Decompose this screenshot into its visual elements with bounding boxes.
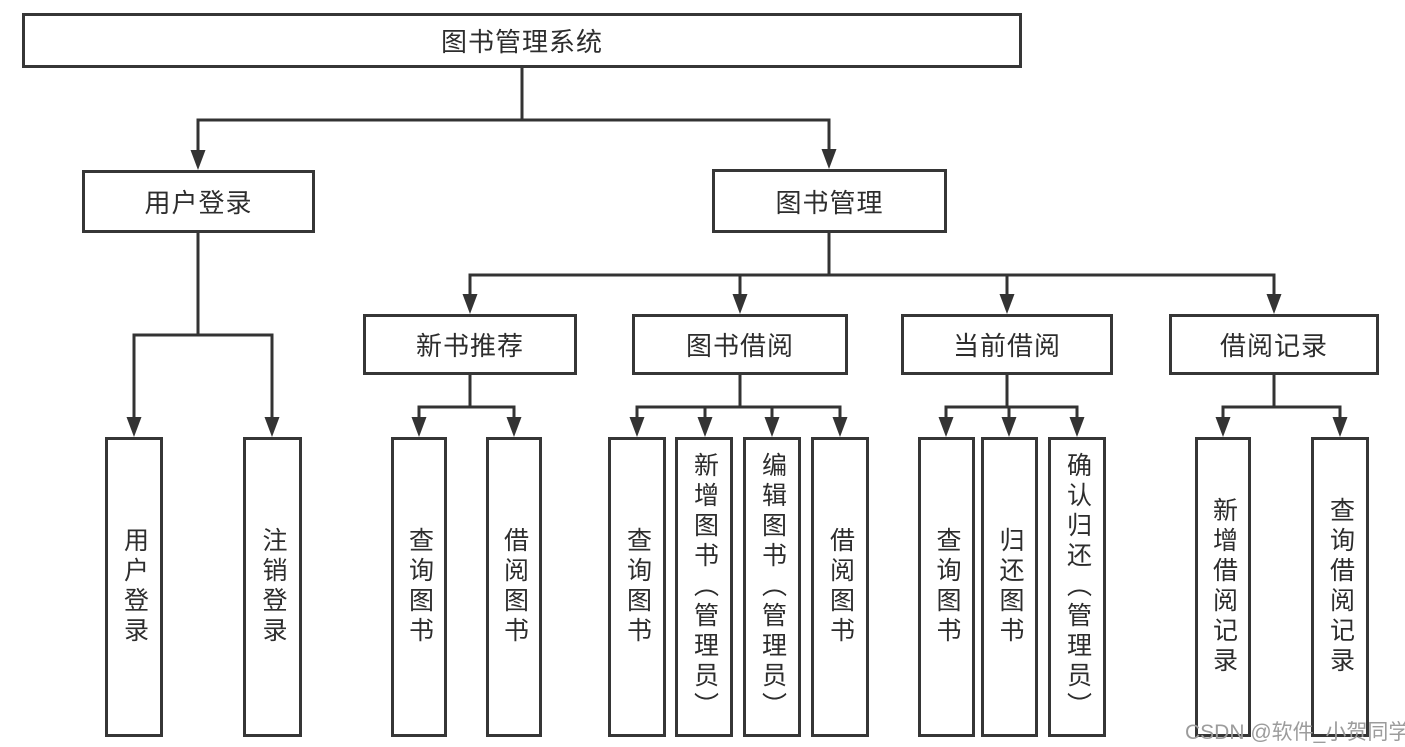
node-leaf-edit-book-admin: 编辑图书（管理员） <box>743 437 801 737</box>
node-label: 查询借阅记录 <box>1326 497 1355 677</box>
node-book-management: 图书管理 <box>712 169 947 233</box>
node-user-login: 用户登录 <box>82 170 315 233</box>
node-label: 新增借阅记录 <box>1209 497 1238 677</box>
node-label: 归还图书 <box>996 527 1024 647</box>
node-leaf-query-book-2: 查询图书 <box>608 437 666 737</box>
node-label: 用户登录 <box>144 188 253 218</box>
node-leaf-query-book-3: 查询图书 <box>918 437 975 737</box>
node-leaf-query-borrow-record: 查询借阅记录 <box>1311 437 1369 737</box>
node-label: 查询图书 <box>933 527 961 647</box>
node-label: 当前借阅 <box>952 331 1061 361</box>
node-leaf-user-login: 用户登录 <box>105 437 163 737</box>
node-label: 查询图书 <box>623 527 652 647</box>
node-label: 确认归还（管理员） <box>1063 452 1092 722</box>
node-leaf-query-book-1: 查询图书 <box>391 437 447 737</box>
node-label: 新书推荐 <box>415 331 524 361</box>
node-label: 编辑图书（管理员） <box>758 452 787 722</box>
node-label: 用户登录 <box>120 527 149 647</box>
node-label: 注销登录 <box>259 527 287 647</box>
node-current-borrow: 当前借阅 <box>901 314 1113 375</box>
node-root: 图书管理系统 <box>22 13 1022 68</box>
node-label: 查询图书 <box>405 527 434 647</box>
node-leaf-add-book-admin: 新增图书（管理员） <box>675 437 733 737</box>
node-root-label: 图书管理系统 <box>440 27 603 57</box>
node-borrow-record: 借阅记录 <box>1169 314 1379 375</box>
node-leaf-borrow-book-2: 借阅图书 <box>811 437 869 737</box>
node-book-borrow: 图书借阅 <box>632 314 848 375</box>
node-leaf-add-borrow-record: 新增借阅记录 <box>1195 437 1251 737</box>
node-leaf-borrow-book-1: 借阅图书 <box>486 437 542 737</box>
node-leaf-return-book: 归还图书 <box>981 437 1038 737</box>
node-label: 图书借阅 <box>685 331 794 361</box>
node-leaf-logout: 注销登录 <box>243 437 302 737</box>
csdn-watermark: CSDN @软件_小贺同学 <box>1185 721 1405 744</box>
node-label: 图书管理 <box>775 187 884 218</box>
node-label: 借阅图书 <box>500 527 529 647</box>
node-leaf-confirm-return-admin: 确认归还（管理员） <box>1048 437 1106 737</box>
node-label: 新增图书（管理员） <box>690 452 719 722</box>
node-label: 借阅图书 <box>826 527 855 647</box>
node-label: 借阅记录 <box>1219 331 1328 361</box>
node-new-book-recommend: 新书推荐 <box>363 314 577 375</box>
